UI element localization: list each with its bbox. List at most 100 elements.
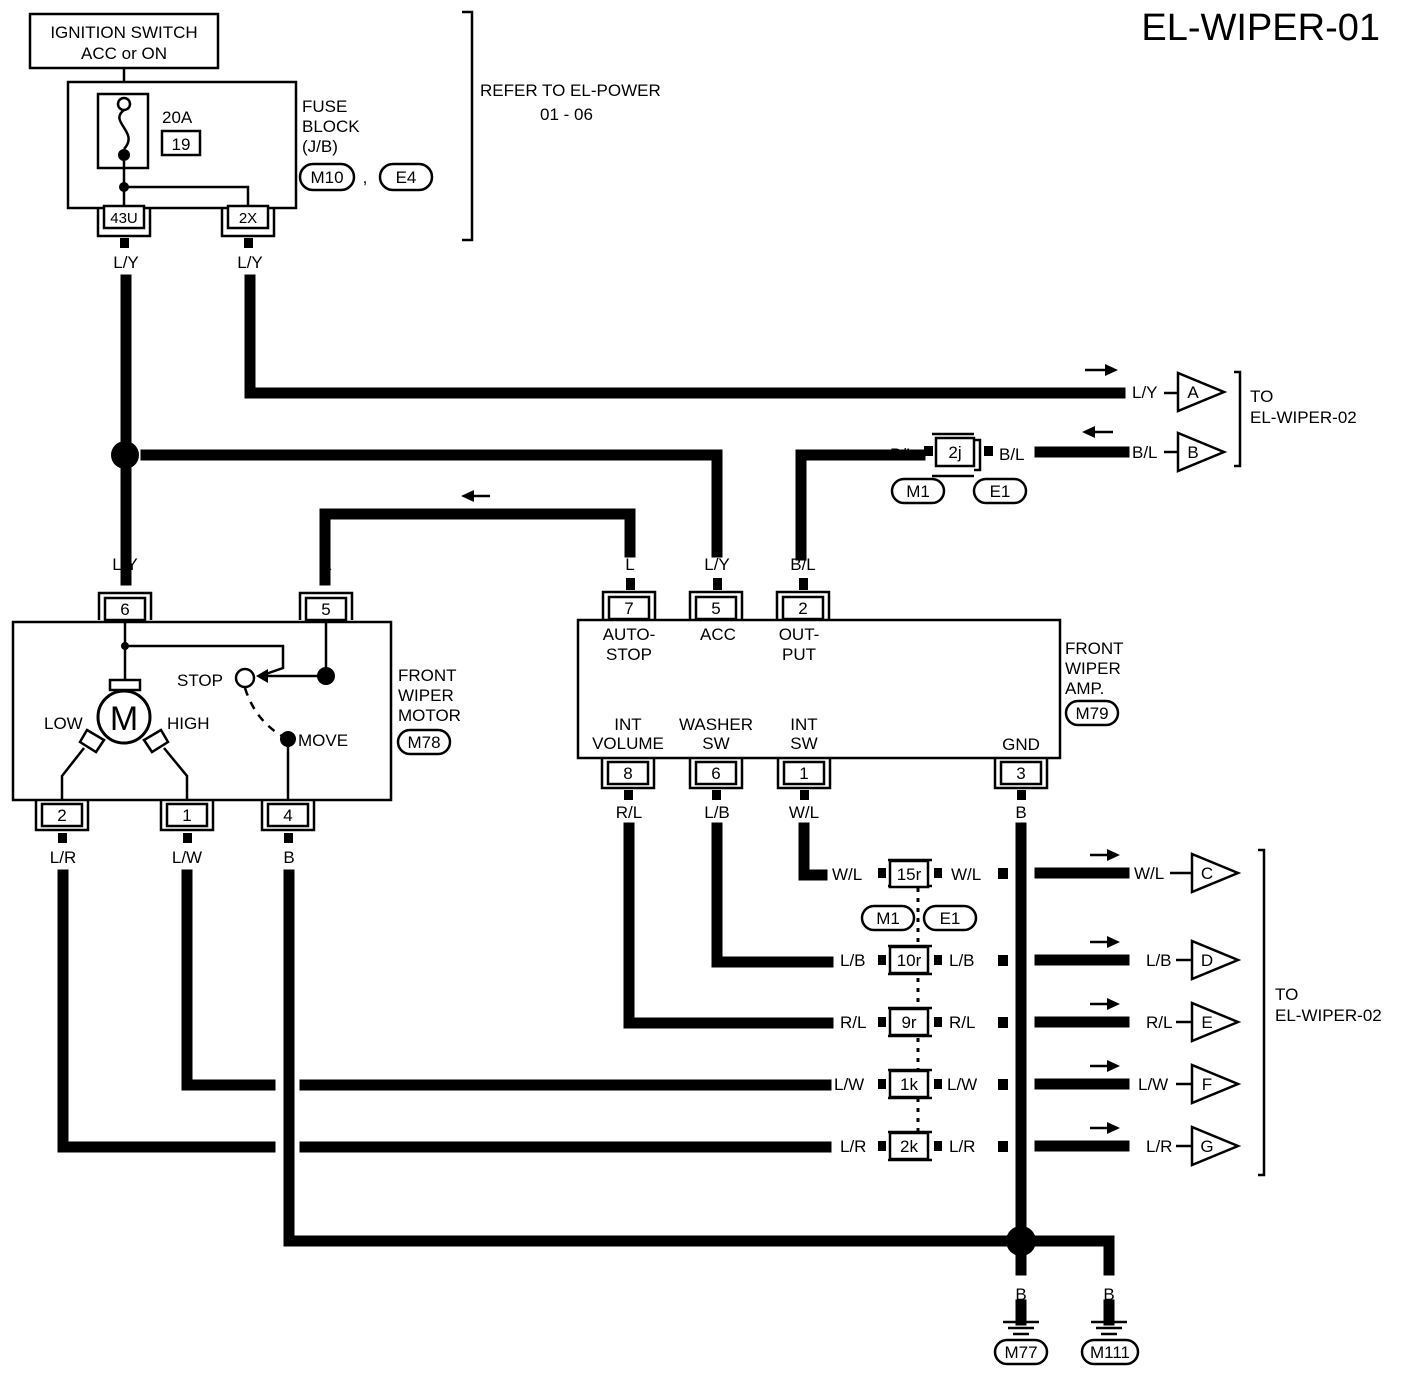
amp-pin-2-name1: OUT- <box>779 625 820 644</box>
ref-b-connector-m1: M1 <box>906 482 930 501</box>
svg-text:A: A <box>1187 383 1199 402</box>
amp-pin-8-name1: INT <box>614 715 641 734</box>
harness-row-d-letter: D <box>1201 951 1213 970</box>
motor-label-low: LOW <box>44 714 83 733</box>
harness-row-f-pin: 1k <box>900 1075 918 1094</box>
amp-pin-1-name1: INT <box>790 715 817 734</box>
amp-pin-5-wire: L/Y <box>704 555 730 574</box>
wire-label-2x: L/Y <box>237 253 263 272</box>
amp-pin-6-wire: L/B <box>704 803 730 822</box>
fuse-terminal-2x: 2X <box>220 204 276 238</box>
motor-label-3: MOTOR <box>398 706 461 725</box>
svg-text:7: 7 <box>624 599 633 618</box>
refer-note-line1: REFER TO EL-POWER <box>480 81 661 100</box>
svg-text:8: 8 <box>623 764 632 783</box>
svg-text:5: 5 <box>321 600 330 619</box>
svg-text:2j: 2j <box>948 443 961 462</box>
motor-label-1: FRONT <box>398 666 457 685</box>
amp-pin-1-name2: SW <box>790 734 817 753</box>
ground-m111-id: M111 <box>1090 1343 1130 1362</box>
amp-pin-6: 6 <box>688 758 744 790</box>
harness-row-e-letter: E <box>1201 1013 1212 1032</box>
ref-b-wire-label: B/L <box>1132 443 1158 462</box>
amp-pin-1-wire: W/L <box>789 803 819 822</box>
amp-pin-2-wire: B/L <box>790 555 816 574</box>
motor-label-2: WIPER <box>398 686 454 705</box>
amp-pin-2-name2: PUT <box>782 645 816 664</box>
motor-pin-6-wire: L/Y <box>112 555 138 574</box>
fuse-block: 20A 19 FUSE BLOCK (J/B) M10 , E4 <box>66 80 434 210</box>
svg-text:43U: 43U <box>110 210 138 227</box>
fuse-block-label-2: BLOCK <box>302 117 360 136</box>
harness-row-g-letter: G <box>1200 1137 1213 1156</box>
amp-label-2: WIPER <box>1065 659 1121 678</box>
harness-row-e-right-wire: R/L <box>949 1013 975 1032</box>
harness-row-g-pin: 2k <box>900 1137 918 1156</box>
harness-row-e-ref-wire: R/L <box>1146 1013 1172 1032</box>
amp-pin-3-wire: B <box>1015 803 1026 822</box>
amp-pin-5-name1: ACC <box>700 625 736 644</box>
ground-m77-wire: B <box>1015 1285 1026 1304</box>
motor-label-high: HIGH <box>167 714 210 733</box>
harness-row-d-left-wire: L/B <box>840 951 866 970</box>
harness-row-g-ref-wire: L/R <box>1146 1137 1172 1156</box>
ignition-switch-line2: ACC or ON <box>81 44 167 63</box>
harness-row-d: L/B 10r L/B L/B D <box>840 936 1242 981</box>
ground-m77-id: M77 <box>1004 1343 1037 1362</box>
amp-label-3: AMP. <box>1065 679 1104 698</box>
ref-b-connector-e1: E1 <box>990 482 1011 501</box>
motor-pin-6: 6 <box>97 591 153 622</box>
svg-text:3: 3 <box>1016 764 1025 783</box>
amp-pin-2: 2 <box>775 590 831 621</box>
to-wiper-02-bottom-line2: EL-WIPER-02 <box>1275 1006 1382 1025</box>
refer-note-line2: 01 - 06 <box>540 105 593 124</box>
amp-pin-6-name2: SW <box>702 734 729 753</box>
to-wiper-02-top-line2: EL-WIPER-02 <box>1250 408 1357 427</box>
ref-b-left-wire-label: B/L <box>890 445 916 464</box>
harness-row-g: L/R 2k L/R L/R G <box>840 1122 1242 1167</box>
svg-text:2: 2 <box>798 599 807 618</box>
harness-row-e-pin: 9r <box>901 1013 916 1032</box>
harness-row-c-ref-wire: W/L <box>1134 864 1164 883</box>
amp-pin-7-name2: STOP <box>606 645 652 664</box>
harness-row-c: W/L 15r W/L W/L C <box>832 849 1242 894</box>
ground-m77: B M77 <box>993 1285 1049 1366</box>
amp-pin-7-wire: L <box>625 555 634 574</box>
ignition-switch-line1: IGNITION SWITCH <box>50 23 197 42</box>
fuse-block-connector-e4: E4 <box>396 168 417 187</box>
ground-m111: B M111 <box>1080 1285 1140 1366</box>
harness-row-d-ref-wire: L/B <box>1146 951 1172 970</box>
fuse-number: 19 <box>172 135 191 154</box>
front-wiper-motor: M LOW HIGH STOP MOVE <box>11 620 393 802</box>
harness-row-d-pin: 10r <box>897 951 922 970</box>
harness-row-e: R/L 9r R/L R/L E <box>840 998 1242 1043</box>
fuse-block-connector-separator: , <box>363 168 368 187</box>
svg-text:2: 2 <box>57 806 66 825</box>
harness-row-d-right-wire: L/B <box>949 951 975 970</box>
fuse-block-connector-m10: M10 <box>310 168 343 187</box>
harness-row-f: L/W 1k L/W L/W F <box>834 1060 1242 1105</box>
ref-a-marker: A <box>1176 371 1228 413</box>
harness-row-f-letter: F <box>1202 1075 1212 1094</box>
harness-row-c-left-wire: W/L <box>832 865 862 884</box>
amp-connector-m79: M79 <box>1075 704 1108 723</box>
motor-label-move: MOVE <box>298 731 348 750</box>
motor-pin-4-wire: B <box>283 848 294 867</box>
ref-b-marker: B <box>1176 431 1228 473</box>
harness-row-e-left-wire: R/L <box>840 1013 866 1032</box>
fuse-terminal-43u: 43U <box>96 204 152 238</box>
harness-row-g-left-wire: L/R <box>840 1137 866 1156</box>
motor-pin-5-wire: L <box>322 555 331 574</box>
motor-connector-m78: M78 <box>407 733 440 752</box>
motor-pin-5: 5 <box>298 591 354 622</box>
amp-pin-8-name2: VOLUME <box>592 734 664 753</box>
to-wiper-02-bottom-line1: TO <box>1275 985 1298 1004</box>
harness-row-c-pin: 15r <box>897 865 922 884</box>
amp-pin-8: 8 <box>600 758 656 790</box>
fuse-block-label-1: FUSE <box>302 97 347 116</box>
amp-pin-3-name1: GND <box>1002 735 1040 754</box>
motor-pin-1-wire: L/W <box>172 848 202 867</box>
harness-connector-e1: E1 <box>940 909 961 928</box>
svg-text:6: 6 <box>120 600 129 619</box>
page-title: EL-WIPER-01 <box>1141 7 1380 49</box>
